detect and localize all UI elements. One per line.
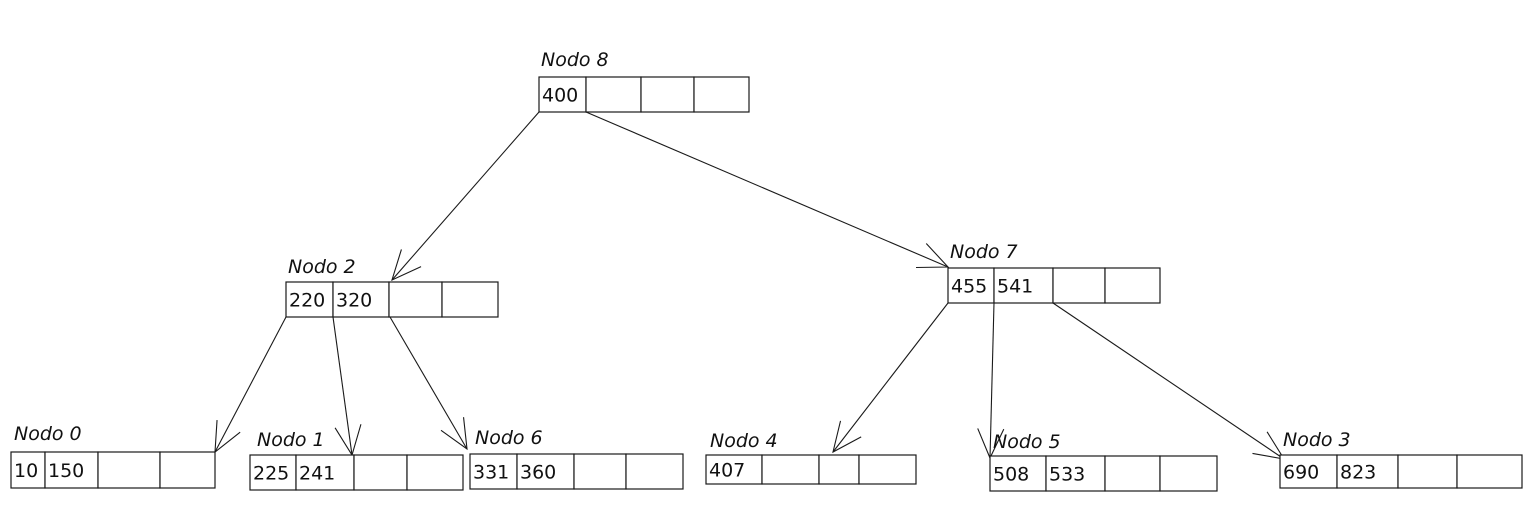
edge-line <box>832 302 949 453</box>
key-cell <box>993 267 1054 304</box>
node-n4: Nodo 4 407 <box>705 430 917 485</box>
key-cell <box>818 454 860 485</box>
key-value: 225 <box>253 463 289 485</box>
arrowhead <box>1252 431 1286 460</box>
key-cell <box>441 281 499 318</box>
key-cell <box>1104 267 1161 304</box>
key-cell <box>573 453 627 490</box>
edge-line <box>989 302 995 459</box>
key-cell <box>469 453 518 490</box>
key-value: 150 <box>48 460 84 482</box>
node-label: Nodo 1 <box>257 429 325 451</box>
edge-n8-to-n2 <box>391 111 540 282</box>
key-value: 533 <box>1049 464 1085 486</box>
key-value: 455 <box>951 276 987 298</box>
key-value: 331 <box>473 462 509 484</box>
key-cell <box>97 451 161 489</box>
key-cell <box>388 281 443 318</box>
key-value: 220 <box>289 290 325 312</box>
key-cell <box>538 76 587 113</box>
node-label: Nodo 6 <box>475 427 543 449</box>
key-value: 690 <box>1283 462 1319 484</box>
key-cell <box>406 454 464 491</box>
key-cell <box>1052 267 1106 304</box>
key-cell <box>1456 454 1523 489</box>
node-n2: Nodo 2 220 320 <box>285 256 499 318</box>
node-label: Nodo 7 <box>950 241 1018 263</box>
edge-n2-to-n6 <box>389 316 468 451</box>
edge-n2-to-n1 <box>332 316 362 457</box>
edge-line <box>214 316 287 453</box>
edge-n8-to-n7 <box>585 111 950 269</box>
node-n8: Nodo 8 400 <box>538 49 750 113</box>
key-value: 508 <box>993 464 1029 486</box>
node-n7: Nodo 7 455 541 <box>947 241 1161 304</box>
key-cell <box>516 453 575 490</box>
edge-line <box>332 316 353 456</box>
key-cell <box>640 76 695 113</box>
node-label: Nodo 4 <box>710 430 778 452</box>
node-n5: Nodo 5 508 533 <box>989 431 1218 492</box>
node-label: Nodo 2 <box>288 256 356 278</box>
key-cell <box>989 455 1047 492</box>
key-cell <box>1397 454 1458 489</box>
node-n6: Nodo 6 331 360 <box>469 427 684 490</box>
edge-line <box>389 316 468 450</box>
key-cell <box>249 454 297 491</box>
key-value: 360 <box>520 462 556 484</box>
key-cell <box>761 454 820 485</box>
key-cell <box>1104 455 1161 492</box>
key-value: 407 <box>709 460 745 482</box>
node-label: Nodo 5 <box>993 431 1061 453</box>
key-cell <box>353 454 408 491</box>
node-label: Nodo 0 <box>14 423 82 445</box>
key-value: 320 <box>336 290 372 312</box>
node-n3: Nodo 3 690 823 <box>1279 429 1523 489</box>
key-value: 823 <box>1340 462 1376 484</box>
arrowhead <box>915 243 950 269</box>
arrowhead <box>440 417 468 451</box>
key-cell <box>858 454 917 485</box>
key-value: 400 <box>542 85 578 107</box>
key-cell <box>693 76 750 113</box>
key-cell <box>625 453 684 490</box>
key-cell <box>44 451 99 489</box>
key-cell <box>285 281 334 318</box>
arrowhead <box>391 249 422 282</box>
node-label: Nodo 8 <box>541 49 609 71</box>
key-cell <box>159 451 216 489</box>
edge-line <box>585 111 949 268</box>
key-cell <box>1279 454 1338 489</box>
edge-n7-to-n3 <box>1052 302 1286 460</box>
arrowhead <box>214 420 241 454</box>
edge-line <box>391 111 540 281</box>
key-value: 541 <box>997 276 1033 298</box>
node-n0: Nodo 0 10 150 <box>10 423 216 489</box>
key-cell <box>705 454 763 485</box>
arrowhead <box>832 420 862 454</box>
key-cell <box>1045 455 1106 492</box>
key-cell <box>332 281 390 318</box>
key-value: 241 <box>299 463 335 485</box>
edge-line <box>1052 302 1285 460</box>
key-cell <box>1159 455 1218 492</box>
node-n1: Nodo 1 225 241 <box>249 429 464 491</box>
edge-n7-to-n4 <box>832 302 949 454</box>
key-cell <box>585 76 642 113</box>
key-value: 10 <box>14 460 38 482</box>
node-label: Nodo 3 <box>1283 429 1351 451</box>
